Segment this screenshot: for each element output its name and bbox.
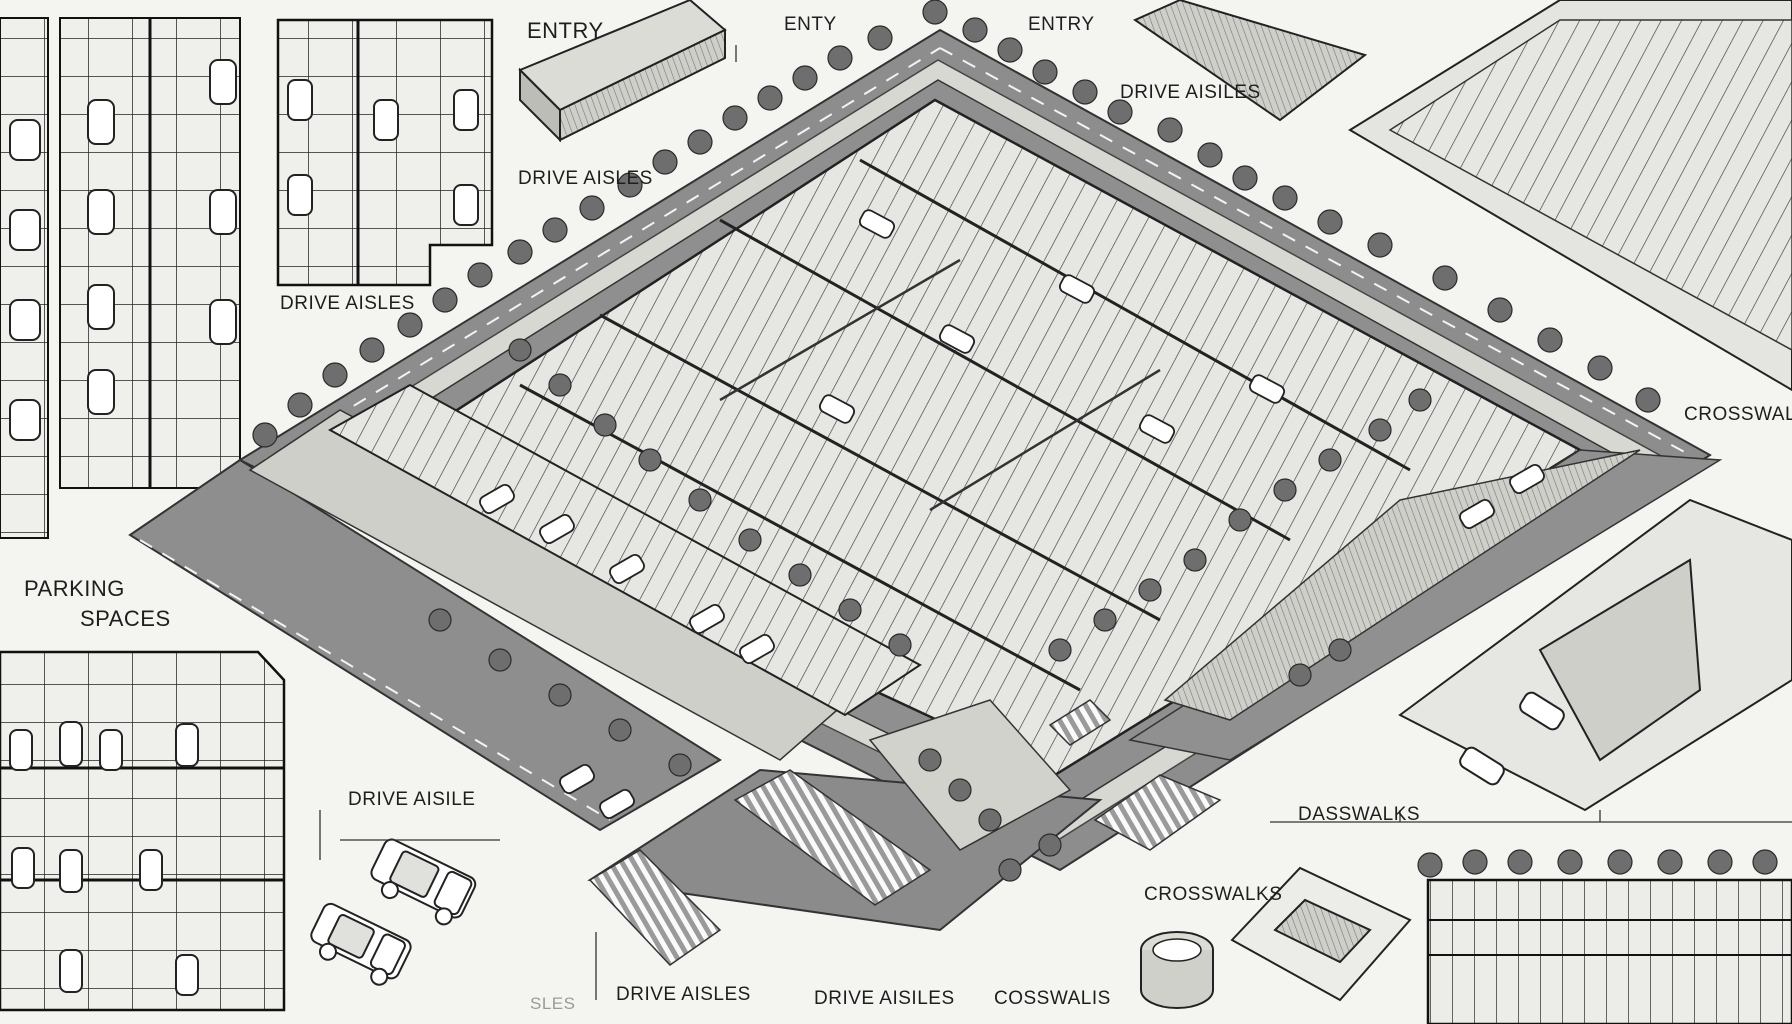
annotation-leaders (319, 45, 1792, 1000)
label-drive-aisles-top: DRIVE AISILES (1120, 82, 1261, 103)
drain-box (1230, 866, 1412, 1002)
label-parking: PARKING (24, 576, 125, 601)
pickup-trucks (310, 838, 477, 986)
label-cosswalis: COSSWALIS (994, 988, 1111, 1009)
label-entry-3: ENTRY (1028, 14, 1095, 35)
label-entry-2: ENTY (784, 14, 837, 35)
label-drive-aisle-small: DRIVE AISILE (348, 789, 476, 810)
label-crosswalk-right: CROSSWALK (1684, 404, 1792, 425)
upper-mid-parking-plan (276, 18, 494, 287)
left-top-parking-plan (0, 17, 241, 539)
right-warehouse (1398, 498, 1792, 812)
label-entry-1: ENTRY (527, 18, 604, 43)
bottom-road (587, 699, 1222, 966)
label-spaces: SPACES (80, 606, 171, 631)
lower-left-parking-plan (0, 650, 286, 1012)
label-drive-aisles-bottom-2: DRIVE AISILES (814, 988, 955, 1009)
lower-left-strip (128, 383, 922, 832)
label-dasswalks: DASSWALKS (1298, 804, 1421, 825)
label-drive-aisles-left: DRIVE AISLES (280, 293, 415, 314)
bottom-right-lot (1417, 849, 1792, 1024)
parked-cars (479, 209, 1545, 819)
label-drive-aisles-bottom-1: DRIVE AISLES (616, 984, 751, 1005)
trees (252, 0, 1661, 882)
label-drive-aisles-mid: DRIVE AISLES (518, 168, 653, 189)
label-sles: SLES (530, 994, 576, 1013)
label-crosswalks-small: CROSSWALKS (1144, 884, 1283, 905)
top-right-lot (1348, 0, 1792, 392)
manhole (1140, 931, 1214, 1009)
entry-building (518, 0, 727, 143)
right-strip (1128, 449, 1723, 761)
top-hatched-slab (1132, 0, 1368, 122)
